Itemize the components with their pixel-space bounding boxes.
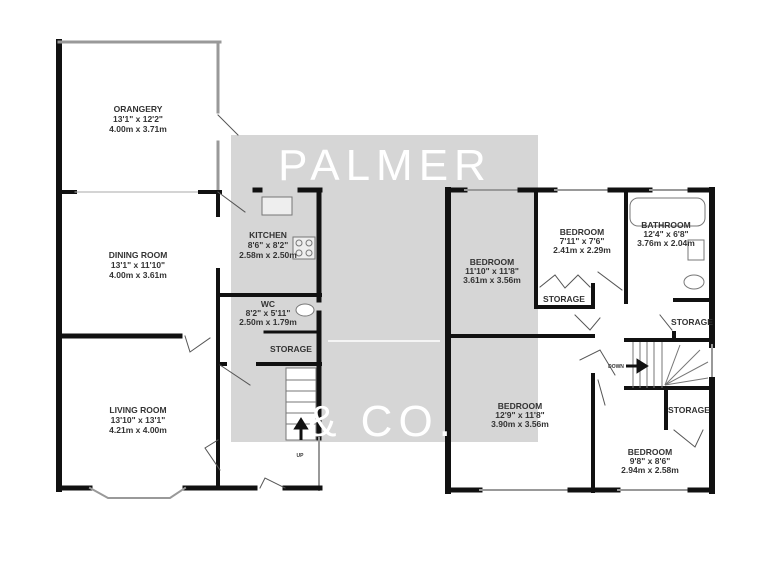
- toilet-icon: [295, 303, 315, 317]
- ground-floor-stairs: [285, 367, 317, 441]
- room-label-bathroom: BATHROOM 12'4" x 6'8" 3.76m x 2.04m: [637, 220, 695, 248]
- svg-text:2.58m x 2.50m: 2.58m x 2.50m: [239, 250, 297, 260]
- room-label-storage: STORAGE: [668, 405, 710, 415]
- stairs-up-label: UP: [297, 453, 305, 459]
- svg-text:DINING ROOM: DINING ROOM: [109, 250, 168, 260]
- hob-icon: [292, 236, 316, 260]
- sink-icon: [261, 196, 293, 216]
- room-label-wc: WC 8'2" x 5'11" 2.50m x 1.79m: [239, 299, 297, 327]
- room-label-bedroom-3: BEDROOM 12'9" x 11'8" 3.90m x 3.56m: [491, 401, 549, 429]
- svg-text:3.76m x 2.04m: 3.76m x 2.04m: [637, 238, 695, 248]
- ground-floor-walls: [56, 39, 323, 499]
- svg-text:3.90m x 3.56m: 3.90m x 3.56m: [491, 419, 549, 429]
- svg-text:BATHROOM: BATHROOM: [641, 220, 690, 230]
- basin-icon: [687, 239, 705, 261]
- svg-text:ORANGERY: ORANGERY: [114, 104, 163, 114]
- svg-text:9'8" x 8'6": 9'8" x 8'6": [630, 456, 670, 466]
- room-label-bedroom-1: BEDROOM 11'10" x 11'8" 3.61m x 3.56m: [463, 257, 521, 285]
- first-floor-walls: [445, 187, 715, 494]
- svg-text:8'6" x 8'2": 8'6" x 8'2": [248, 240, 288, 250]
- svg-text:BEDROOM: BEDROOM: [498, 401, 542, 411]
- svg-text:4.00m x 3.61m: 4.00m x 3.61m: [109, 270, 167, 280]
- svg-text:2.50m x 1.79m: 2.50m x 1.79m: [239, 317, 297, 327]
- watermark-backdrop: [231, 135, 538, 442]
- watermark-line1: PALMER: [278, 141, 492, 190]
- svg-text:12'4" x 6'8": 12'4" x 6'8": [643, 229, 688, 239]
- room-label-dining-room: DINING ROOM 13'1" x 11'10" 4.00m x 3.61m: [109, 250, 168, 280]
- room-label-storage: STORAGE: [543, 294, 585, 304]
- bathroom-fixtures: [629, 197, 706, 290]
- svg-text:8'2" x 5'11": 8'2" x 5'11": [246, 308, 291, 318]
- kitchen-fixtures: [261, 196, 316, 317]
- svg-text:BEDROOM: BEDROOM: [470, 257, 514, 267]
- svg-text:4.00m x 3.71m: 4.00m x 3.71m: [109, 124, 167, 134]
- room-label-kitchen: KITCHEN 8'6" x 8'2" 2.58m x 2.50m: [239, 230, 297, 260]
- svg-text:11'10" x 11'8": 11'10" x 11'8": [465, 266, 519, 276]
- svg-text:12'9" x 11'8": 12'9" x 11'8": [495, 410, 544, 420]
- svg-text:7'11" x 7'6": 7'11" x 7'6": [560, 236, 605, 246]
- room-label-bedroom-2: BEDROOM 7'11" x 7'6" 2.41m x 2.29m: [553, 227, 611, 255]
- svg-text:2.41m x 2.29m: 2.41m x 2.29m: [553, 245, 611, 255]
- svg-text:3.61m x 3.56m: 3.61m x 3.56m: [463, 275, 521, 285]
- room-label-living-room: LIVING ROOM 13'10" x 13'1" 4.21m x 4.00m: [109, 405, 167, 435]
- svg-text:4.21m x 4.00m: 4.21m x 4.00m: [109, 425, 167, 435]
- svg-text:KITCHEN: KITCHEN: [249, 230, 287, 240]
- watermark-line2: & CO.: [307, 397, 457, 446]
- svg-text:WC: WC: [261, 299, 275, 309]
- svg-text:LIVING ROOM: LIVING ROOM: [109, 405, 166, 415]
- svg-text:BEDROOM: BEDROOM: [628, 447, 672, 457]
- bath-icon: [629, 197, 706, 227]
- svg-text:2.94m x 2.58m: 2.94m x 2.58m: [621, 465, 679, 475]
- svg-text:13'1" x 12'2": 13'1" x 12'2": [113, 114, 163, 124]
- stairs-up-arrow-icon: [293, 417, 309, 440]
- svg-text:13'10" x 13'1": 13'10" x 13'1": [111, 415, 166, 425]
- svg-text:BEDROOM: BEDROOM: [560, 227, 604, 237]
- toilet-icon: [683, 274, 705, 290]
- stairs-down-label: DOWN: [608, 364, 624, 370]
- svg-text:13'1" x 11'10": 13'1" x 11'10": [111, 260, 165, 270]
- room-label-orangery: ORANGERY 13'1" x 12'2" 4.00m x 3.71m: [109, 104, 167, 134]
- room-label-bedroom-4: BEDROOM 9'8" x 8'6" 2.94m x 2.58m: [621, 447, 679, 475]
- stairs-down-arrow-icon: [626, 358, 649, 374]
- room-label-storage: STORAGE: [671, 317, 713, 327]
- room-label-storage: STORAGE: [270, 344, 312, 354]
